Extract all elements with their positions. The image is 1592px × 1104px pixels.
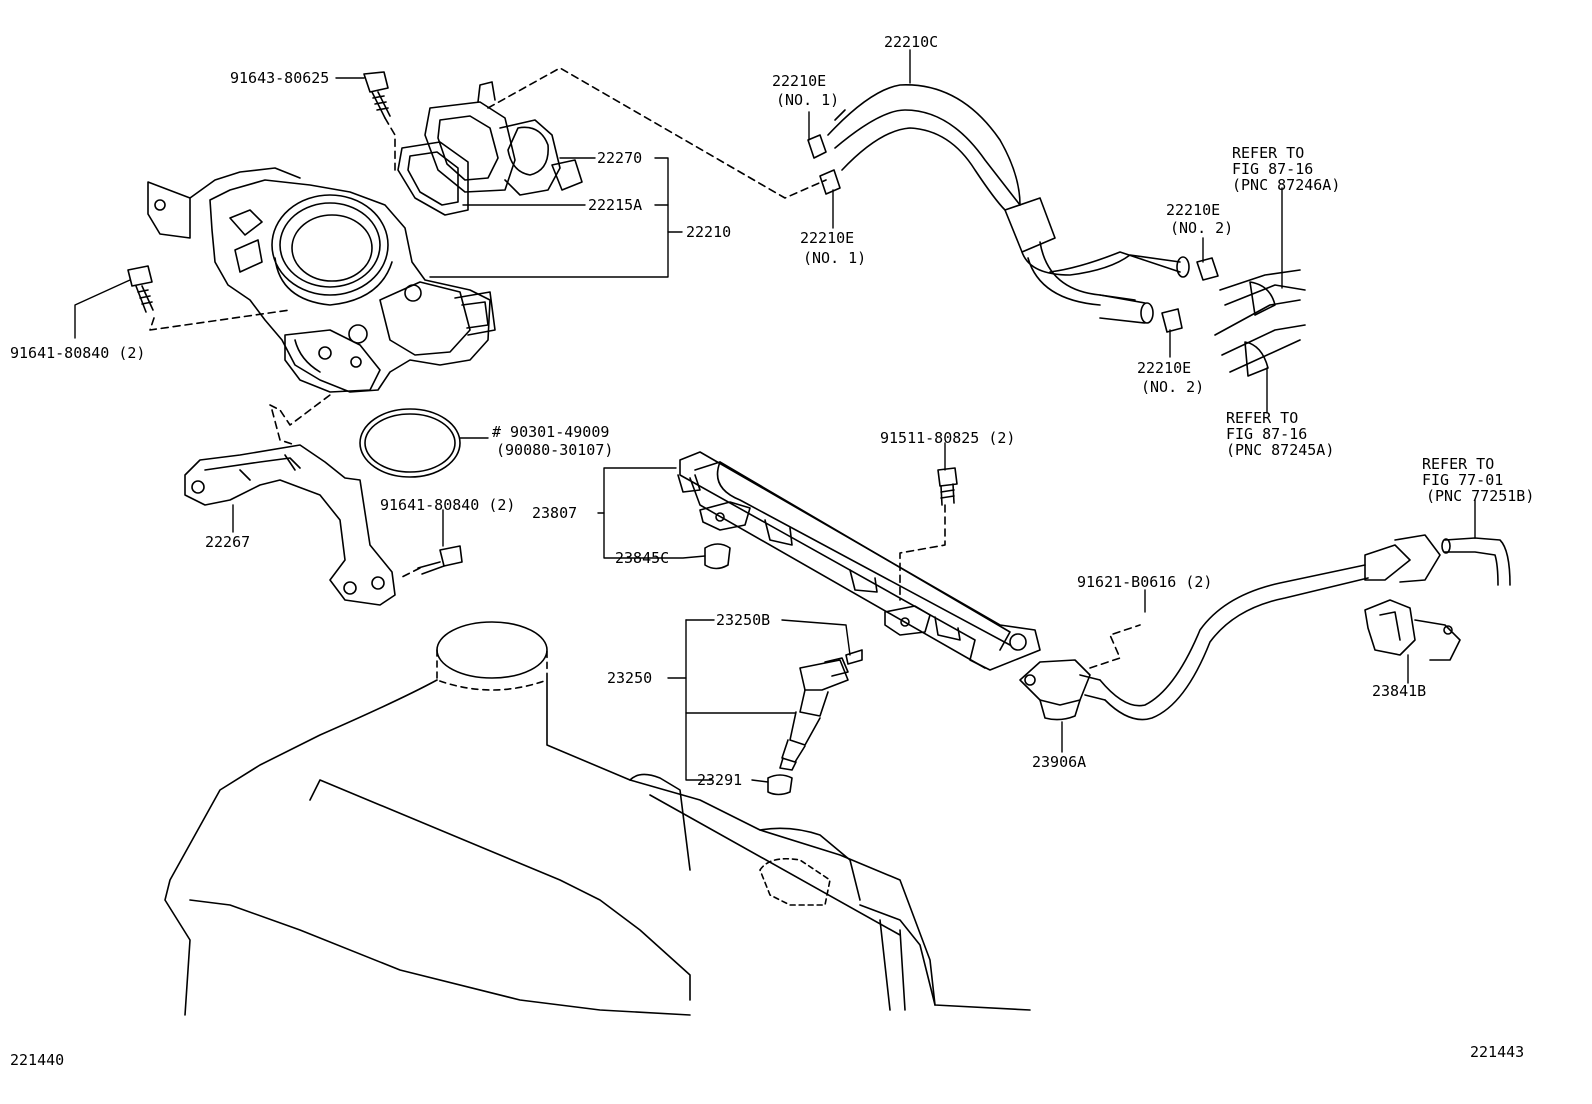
hose-22210c-drawing — [827, 84, 1190, 324]
bolt-91511-drawing — [937, 467, 958, 506]
injector-drawing — [779, 657, 849, 771]
fuel-pipes-right-drawing — [1214, 269, 1306, 377]
refer-label-77251-line3: (PNC 77251B) — [1426, 487, 1535, 505]
part-label-91621-b0616: 91621-B0616 (2) — [1077, 573, 1213, 591]
fuel-rail-drawing — [677, 451, 1041, 671]
part-label-22210e-no1-bottom-sub: (NO. 1) — [803, 249, 867, 267]
part-label-23250b: 23250B — [716, 611, 771, 629]
o-ring-drawing — [359, 408, 461, 478]
part-label-91643-80625: 91643-80625 — [230, 69, 330, 87]
hose-clamps-drawing — [807, 134, 1219, 333]
leader-lines — [74, 49, 1476, 783]
refer-label-87245-line3: (PNC 87245A) — [1226, 441, 1335, 459]
bolt-91641-mid-drawing — [417, 545, 463, 575]
refer-label-77251-line1: REFER TO — [1422, 455, 1495, 473]
bolt-91643-drawing — [363, 71, 391, 119]
refer-label-87246-line1: REFER TO — [1232, 144, 1305, 162]
part-label-23250: 23250 — [607, 669, 653, 687]
part-label-90301-49009: # 90301-49009 — [492, 423, 610, 441]
part-label-22267: 22267 — [205, 533, 251, 551]
bolt-91641-left-drawing — [127, 265, 154, 313]
part-label-23841b: 23841B — [1372, 682, 1427, 700]
grommet-drawing — [704, 543, 731, 570]
refer-label-87246-line2: FIG 87-16 — [1232, 160, 1314, 178]
part-label-91511-80825: 91511-80825 (2) — [880, 429, 1016, 447]
engine-block-drawing — [164, 621, 1031, 1016]
part-label-23906a: 23906A — [1032, 753, 1087, 771]
part-label-23291: 23291 — [697, 771, 743, 789]
part-label-22210: 22210 — [686, 223, 732, 241]
throttle-body-drawing — [147, 167, 496, 393]
refer-label-87245-line2: FIG 87-16 — [1226, 425, 1308, 443]
pipe-end-drawing — [1441, 537, 1511, 586]
part-label-22210e-no1-top-sub: (NO. 1) — [776, 91, 840, 109]
part-label-22210e-no2-top: 22210E — [1166, 201, 1221, 219]
part-label-22270: 22270 — [597, 149, 643, 167]
part-label-22210e-no2-top-sub: (NO. 2) — [1170, 219, 1234, 237]
idle-speed-control-valve-drawing — [397, 81, 583, 216]
refer-label-87246-line3: (PNC 87246A) — [1232, 176, 1341, 194]
bracket-22267-drawing — [184, 444, 396, 606]
part-label-22210e-no1-top: 22210E — [772, 72, 827, 90]
part-label-22210e-no1-bottom: 22210E — [800, 229, 855, 247]
connector-23841b-drawing — [1364, 599, 1461, 661]
part-label-22210e-no2-bottom-sub: (NO. 2) — [1141, 378, 1205, 396]
part-label-22215a: 22215A — [588, 196, 643, 214]
injector-seal-drawing — [767, 774, 793, 796]
part-label-22210e-no2-bottom: 22210E — [1137, 359, 1192, 377]
part-label-90080-30107: (90080-30107) — [496, 441, 614, 459]
refer-label-77251-line2: FIG 77-01 — [1422, 471, 1504, 489]
part-label-22210c: 22210C — [884, 33, 939, 51]
part-label-91641-80840-top: 91641-80840 (2) — [10, 344, 146, 362]
refer-label-87245-line1: REFER TO — [1226, 409, 1299, 427]
figure-number-right: 221443 — [1470, 1043, 1525, 1061]
part-label-91641-80840-mid: 91641-80840 (2) — [380, 496, 516, 514]
part-label-23845c: 23845C — [615, 549, 670, 567]
dashed-reference-lines — [149, 67, 1141, 669]
part-label-23807: 23807 — [532, 504, 578, 522]
injector-o-ring-drawing — [845, 649, 863, 665]
pressure-regulator-drawing — [1019, 659, 1106, 721]
fuel-pipe-drawing — [1099, 534, 1441, 721]
figure-number-left: 221440 — [10, 1051, 65, 1069]
